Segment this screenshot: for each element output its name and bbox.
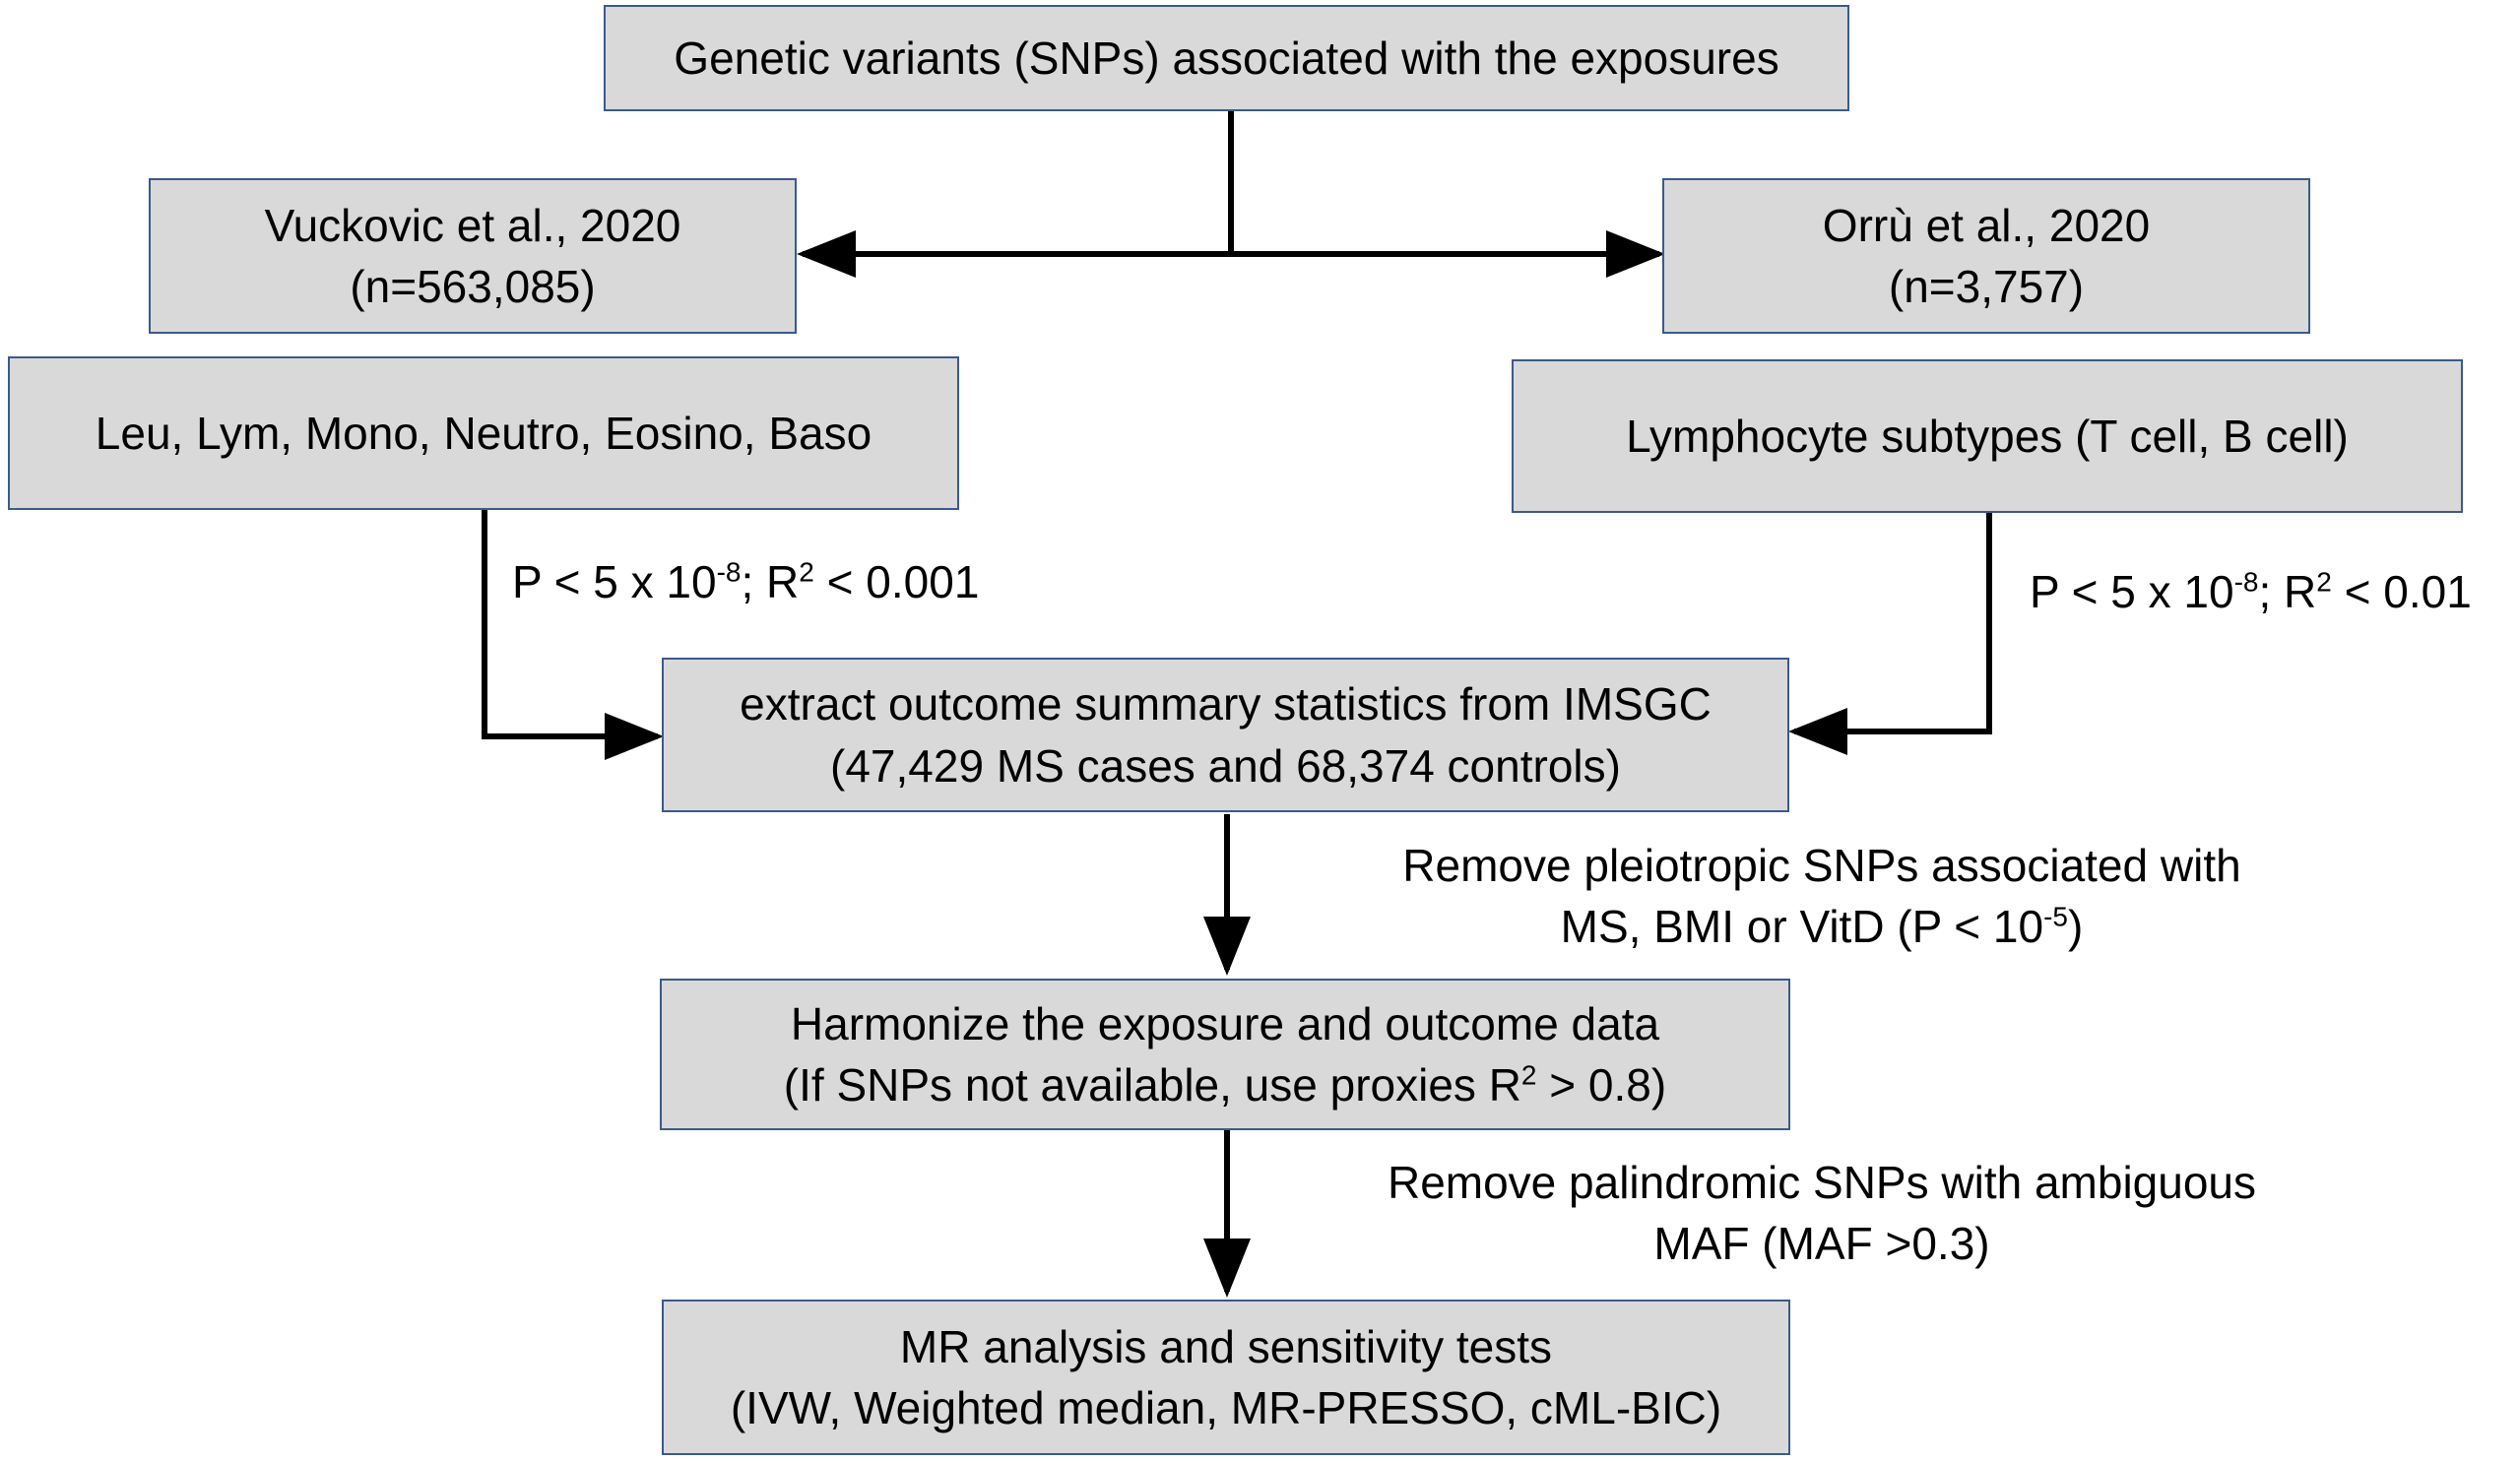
pleiotropic-note: Remove pleiotropic SNPs associated with … bbox=[1402, 840, 2241, 953]
harmonize-box: Harmonize the exposure and outcome data … bbox=[660, 979, 1790, 1130]
exposure-snps-label: Genetic variants (SNPs) associated with … bbox=[674, 32, 1779, 84]
mr-analysis-label: MR analysis and sensitivity tests bbox=[899, 1320, 1553, 1372]
orru-citation: Orrù et al., 2020 bbox=[1822, 199, 2151, 251]
left-branch-connector bbox=[482, 510, 664, 760]
harmonize-proxy-rule: (If SNPs not available, use proxies R2 >… bbox=[783, 1059, 1667, 1111]
lymphocyte-subtypes-box: Lymphocyte subtypes (T cell, B cell) bbox=[1512, 359, 2463, 513]
right-threshold-note: P < 5 x 10-8; R2 < 0.01 bbox=[2030, 566, 2472, 617]
orru-source-box: Orrù et al., 2020 (n=3,757) bbox=[1662, 178, 2310, 334]
leukocyte-traits-box: Leu, Lym, Mono, Neutro, Eosino, Baso bbox=[8, 356, 959, 510]
palindromic-note: Remove palindromic SNPs with ambiguous M… bbox=[1387, 1157, 2257, 1270]
extract-outcome-box: extract outcome summary statistics from … bbox=[662, 658, 1789, 812]
orru-sample-size: (n=3,757) bbox=[1888, 261, 2085, 312]
mr-analysis-methods: (IVW, Weighted median, MR-PRESSO, cML-BI… bbox=[730, 1382, 1722, 1433]
extract-outcome-label: extract outcome summary statistics from … bbox=[740, 678, 1712, 730]
vuckovic-citation: Vuckovic et al., 2020 bbox=[264, 199, 681, 251]
harmonize-label: Harmonize the exposure and outcome data bbox=[790, 997, 1660, 1049]
left-threshold-note: P < 5 x 10-8; R2 < 0.001 bbox=[512, 556, 980, 607]
leukocyte-traits-label: Leu, Lym, Mono, Neutro, Eosino, Baso bbox=[95, 407, 872, 459]
vuckovic-sample-size: (n=563,085) bbox=[350, 261, 596, 312]
lymphocyte-subtypes-label: Lymphocyte subtypes (T cell, B cell) bbox=[1626, 410, 2349, 462]
vuckovic-source-box: Vuckovic et al., 2020 (n=563,085) bbox=[149, 178, 797, 334]
mr-analysis-box: MR analysis and sensitivity tests (IVW, … bbox=[662, 1300, 1790, 1455]
exposure-snps-box: Genetic variants (SNPs) associated with … bbox=[604, 5, 1849, 111]
right-branch-connector bbox=[1788, 512, 1992, 755]
extract-outcome-counts: (47,429 MS cases and 68,374 controls) bbox=[830, 739, 1621, 792]
